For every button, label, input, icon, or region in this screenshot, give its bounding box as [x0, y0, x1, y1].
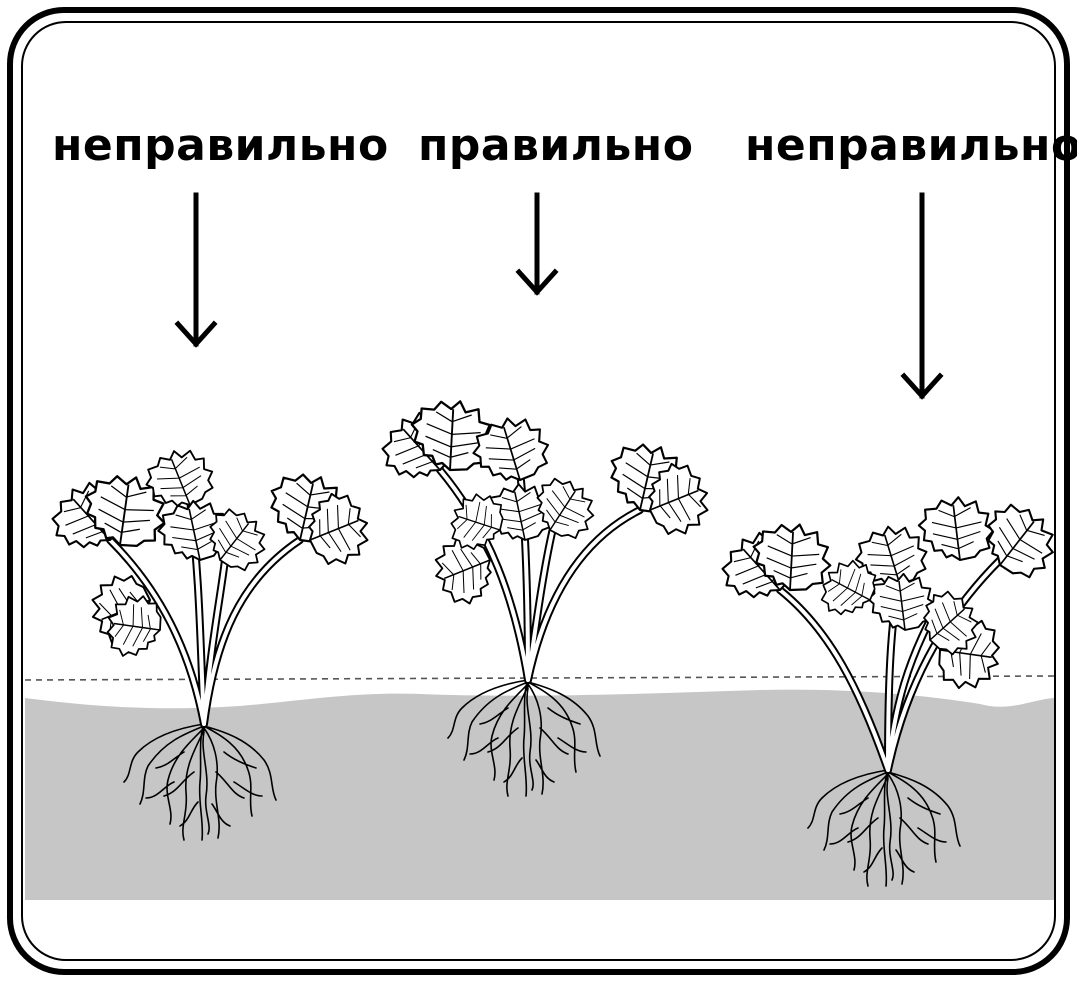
- label-correct-middle: правильно: [418, 120, 693, 172]
- label-incorrect-left: неправильно: [52, 120, 389, 172]
- label-incorrect-right: неправильно: [745, 120, 1077, 172]
